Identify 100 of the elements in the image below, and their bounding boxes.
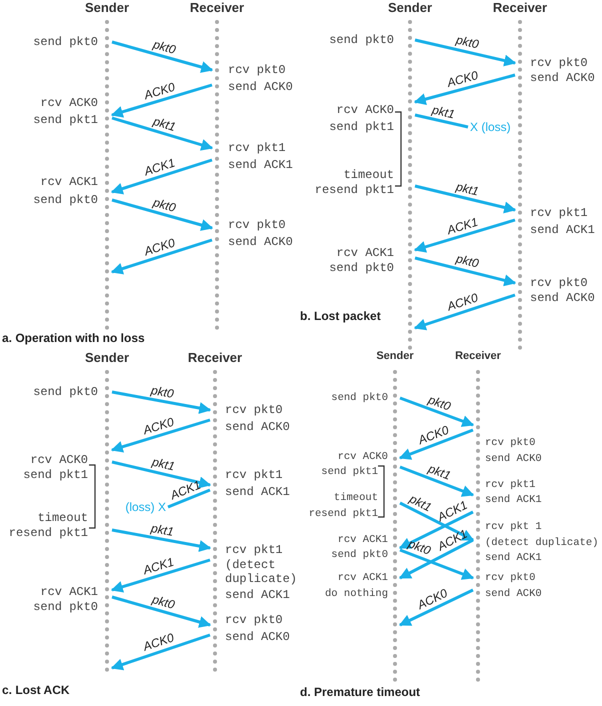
event-label: rcv ACK0 <box>336 103 394 117</box>
event-label: send ACK1 <box>485 551 542 565</box>
arrow <box>398 538 474 580</box>
panel-caption: b. Lost packet <box>300 309 381 323</box>
edge-label: pkt0 <box>426 393 452 414</box>
arrow <box>414 218 516 253</box>
event-label: rcv pkt1 <box>485 478 536 492</box>
event-label: send ACK0 <box>225 420 290 434</box>
lifeline-label: Sender <box>386 0 434 15</box>
loss-marker: X (loss) <box>470 120 511 134</box>
edge-label: pkt0 <box>152 196 177 215</box>
edge-label: pkt0 <box>454 34 480 52</box>
event-label: send pkt0 <box>33 193 98 207</box>
event-label: send ACK0 <box>530 291 595 305</box>
event-label: send pkt0 <box>331 391 388 405</box>
edge-label: ACK1 <box>168 478 203 502</box>
arrow <box>112 116 214 151</box>
edge-label: pkt0 <box>454 252 480 271</box>
arrow <box>414 256 516 286</box>
arrow <box>112 390 212 414</box>
arrow <box>110 158 212 194</box>
arrow <box>414 294 516 330</box>
event-label: send ACK0 <box>228 235 293 249</box>
edge-label: ACK0 <box>142 80 176 102</box>
event-label: send pkt0 <box>329 261 394 275</box>
event-label: rcv pkt0 <box>530 276 588 290</box>
event-label: (detect duplicate) <box>485 536 598 550</box>
lifeline-label: Sender <box>84 0 130 15</box>
event-label: send pkt0 <box>331 548 388 562</box>
arrow <box>112 596 212 628</box>
loss-marker: (loss) X <box>125 500 166 514</box>
event-label: rcv ACK1 <box>40 175 98 189</box>
arrow <box>399 548 474 580</box>
event-label: resend pkt1 <box>8 526 88 540</box>
event-label: rcv pkt0 <box>228 63 286 77</box>
lifeline-label: Sender <box>84 350 130 365</box>
event-label: send ACK1 <box>228 158 293 172</box>
event-label: send ACK0 <box>530 71 595 85</box>
event-label: do nothing <box>324 587 388 601</box>
edge-label: pkt1 <box>430 103 456 122</box>
arrow <box>110 558 210 593</box>
event-label: send pkt1 <box>329 120 394 134</box>
arrow <box>110 84 212 118</box>
event-label: rcv ACK0 <box>30 453 88 467</box>
edge-label: ACK0 <box>445 292 480 314</box>
event-label: timeout <box>38 511 88 525</box>
event-label: rcv pkt0 <box>225 403 283 417</box>
edge-label: ACK0 <box>142 416 176 438</box>
event-label: rcv pkt0 <box>485 571 536 585</box>
lifeline-label: Receiver <box>492 0 548 15</box>
event-label: timeout <box>344 168 394 182</box>
edge-label: pkt0 <box>150 592 176 612</box>
edge-label: ACK0 <box>141 632 176 654</box>
event-label: rcv pkt1 <box>225 543 283 557</box>
edge-label: ACK1 <box>142 556 176 578</box>
message-line <box>414 114 468 128</box>
event-label: rcv ACK1 <box>40 585 98 599</box>
event-label: send pkt0 <box>33 35 98 49</box>
panel-caption: c. Lost ACK <box>2 683 70 697</box>
event-label: rcv ACK0 <box>40 96 98 110</box>
event-label: send pkt0 <box>33 600 98 614</box>
event-label: send ACK1 <box>225 485 290 499</box>
lifeline-label: Sender <box>375 350 415 362</box>
event-label: send ACK0 <box>228 80 293 94</box>
edge-label: pkt1 <box>454 180 480 198</box>
event-label: rcv ACK1 <box>338 533 388 547</box>
event-label: rcv pkt0 <box>228 218 286 232</box>
arrow <box>399 466 474 497</box>
arrow <box>112 40 214 73</box>
arrow <box>399 396 474 427</box>
edge-label: pkt0 <box>152 38 177 57</box>
arrow <box>110 634 210 670</box>
event-label: rcv pkt1 <box>225 468 283 482</box>
arrow <box>112 460 212 488</box>
event-label: send ACK0 <box>485 452 542 466</box>
event-label: rcv pkt0 <box>530 56 588 70</box>
event-label: rcv pkt1 <box>228 141 286 155</box>
event-label: send pkt1 <box>321 465 378 479</box>
event-label: send pkt0 <box>329 33 394 47</box>
lifeline-label: Receiver <box>454 350 502 362</box>
edge-label: pkt1 <box>406 492 434 514</box>
event-label: rcv pkt 1 <box>485 520 542 534</box>
arrow <box>398 588 474 626</box>
edge-label: ACK1 <box>446 216 480 238</box>
edge-label: ACK0 <box>142 236 176 258</box>
lifeline-label: Receiver <box>186 350 244 365</box>
arrow <box>398 510 474 550</box>
event-label: rcv pkt1 <box>530 206 588 220</box>
panel-caption: a. Operation with no loss <box>2 331 145 345</box>
edge-label: ACK0 <box>416 424 450 448</box>
lifeline-label: Receiver <box>188 0 246 15</box>
event-label: timeout <box>334 491 378 505</box>
event-label: send pkt0 <box>33 385 98 399</box>
arrow <box>399 502 474 542</box>
event-label: send ACK1 <box>530 223 595 237</box>
event-label: send ACK0 <box>225 630 290 644</box>
event-label: rcv ACK1 <box>336 246 394 260</box>
event-label: send ACK1 <box>225 588 290 602</box>
edge-label: pkt1 <box>152 114 178 134</box>
arrow <box>414 184 516 214</box>
